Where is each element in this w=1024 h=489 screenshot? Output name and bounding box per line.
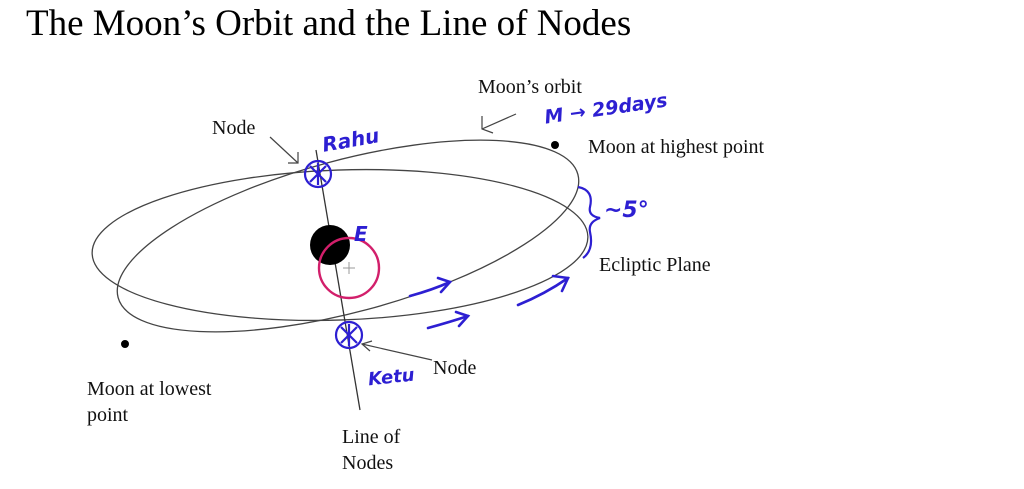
direction-arrow-2 xyxy=(426,310,471,330)
cursor-mark xyxy=(343,262,355,274)
label-node-bottom: Node xyxy=(433,357,477,379)
line-of-nodes xyxy=(315,149,361,411)
annotation-earth: E xyxy=(354,222,368,246)
pointer-node-top xyxy=(269,136,299,164)
inclination-bracket xyxy=(577,185,601,259)
ecliptic-plane-ellipse xyxy=(91,168,589,322)
direction-arrow-3 xyxy=(516,274,570,307)
label-moon-highest: Moon at highest point xyxy=(588,136,765,158)
label-moons-orbit: Moon’s orbit xyxy=(478,76,582,98)
moon-highest-dot xyxy=(551,141,559,149)
page-title: The Moon’s Orbit and the Line of Nodes xyxy=(26,3,632,44)
label-line-of-nodes: Line of Nodes xyxy=(342,426,401,474)
moon-lowest-dot xyxy=(121,340,129,348)
moon-orbit-ellipse xyxy=(116,139,580,333)
node-marker-ketu xyxy=(334,320,364,350)
pointer-moons-orbit xyxy=(481,113,517,134)
label-ecliptic-plane: Ecliptic Plane xyxy=(599,254,711,276)
annotation-inclination: ~5° xyxy=(604,198,649,223)
node-marker-rahu xyxy=(303,159,333,189)
label-node-top: Node xyxy=(212,117,256,139)
pointer-node-bottom xyxy=(360,340,433,361)
direction-arrow-1 xyxy=(408,276,453,298)
label-moon-lowest: Moon at lowest point xyxy=(87,378,212,426)
earth-highlight-circle xyxy=(317,236,381,300)
